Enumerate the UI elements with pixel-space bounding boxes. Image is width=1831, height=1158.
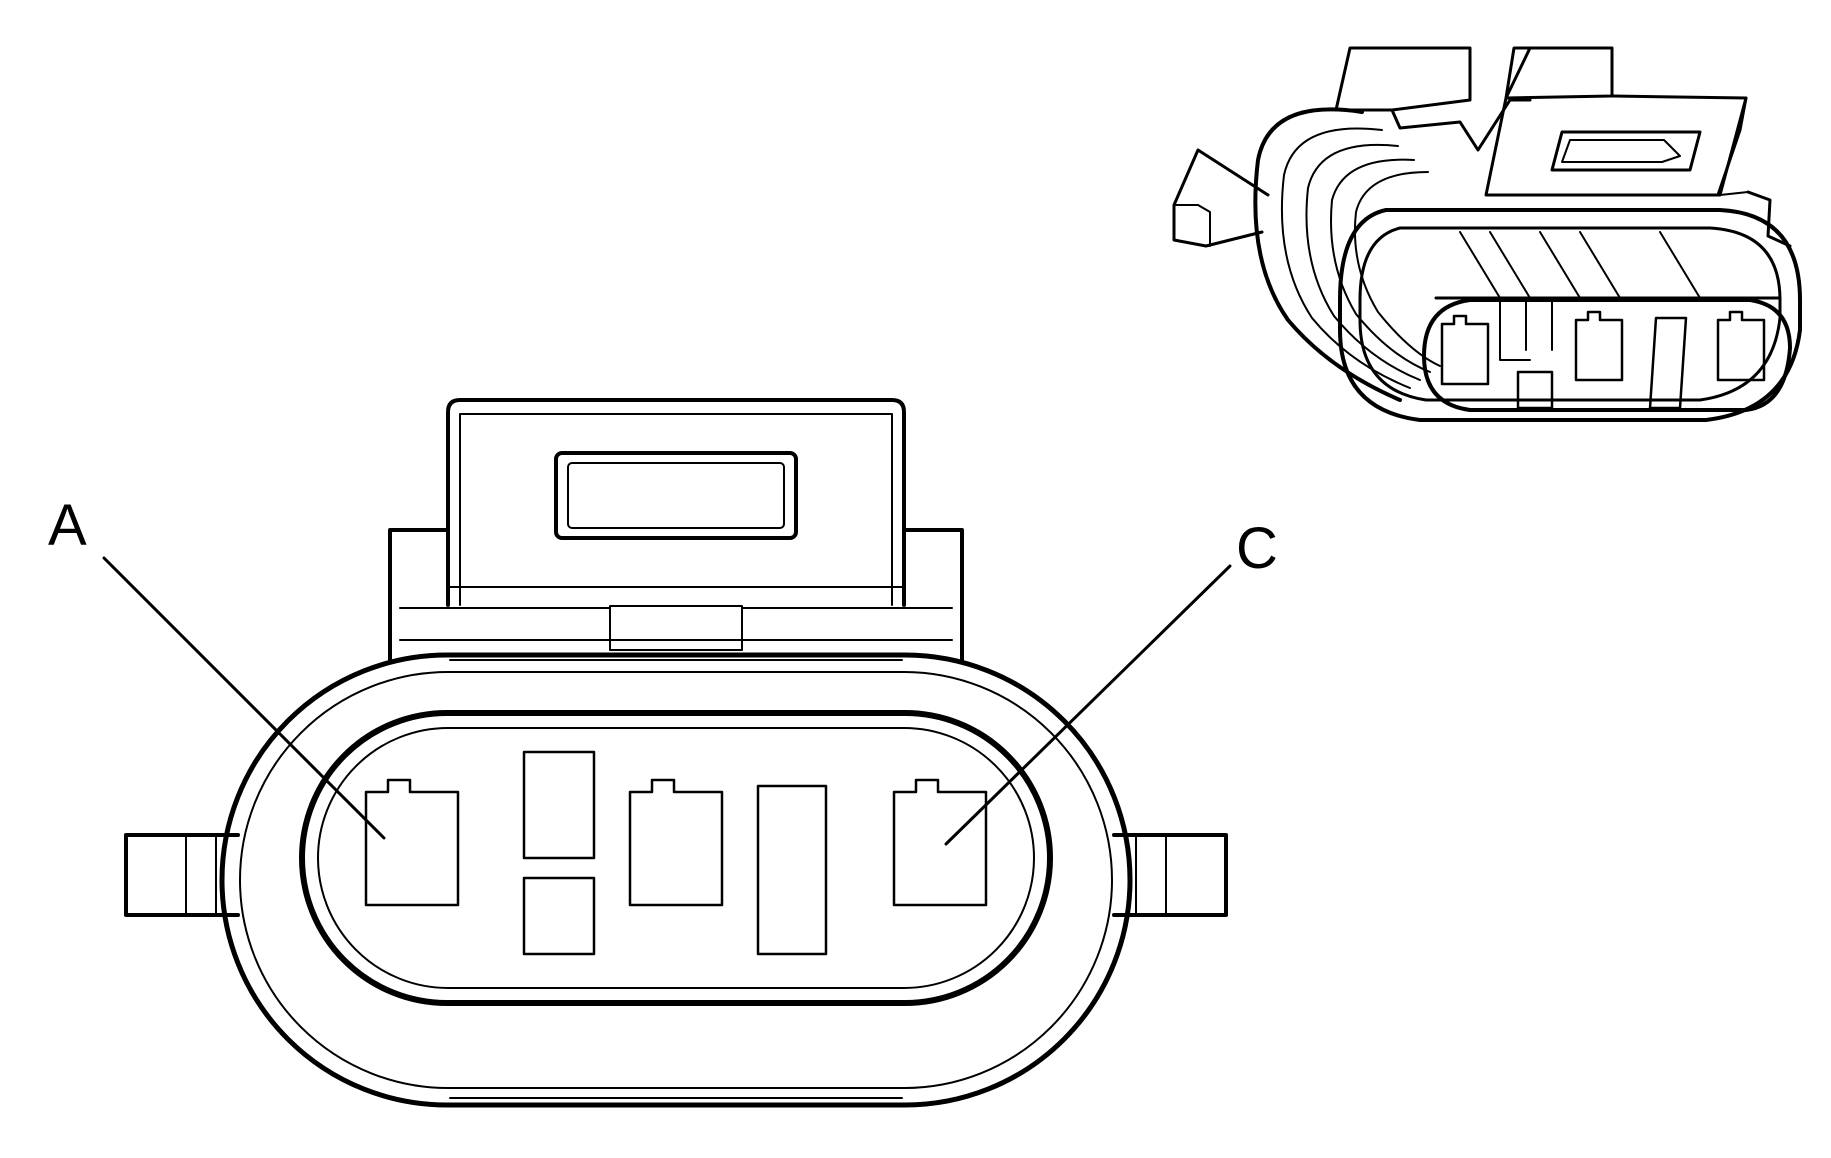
callout-a: A	[48, 493, 386, 840]
iso-cavity-b	[1574, 310, 1624, 382]
key-slot-upper	[522, 750, 596, 860]
tab-shoulders	[388, 528, 964, 662]
iso-right-ear	[1719, 190, 1792, 248]
iso-cavities	[1440, 310, 1766, 410]
iso-cavity-c	[1716, 310, 1766, 382]
key-slot-lower	[522, 876, 596, 956]
callout-c: C	[944, 516, 1278, 846]
cavity-b	[628, 778, 724, 907]
connector-isometric-view	[1172, 46, 1802, 422]
iso-body-rings	[1253, 107, 1441, 402]
iso-key-slot-tall	[1648, 316, 1688, 410]
iso-rear-ear	[1172, 148, 1270, 248]
iso-front-face	[1338, 208, 1802, 422]
side-ear-right	[1112, 833, 1228, 917]
terminal-cavities	[364, 750, 988, 956]
iso-cavity-a	[1440, 314, 1490, 386]
side-ear-left	[124, 833, 240, 917]
iso-key-slot-small	[1516, 370, 1554, 410]
connector-front-view: A C	[48, 398, 1278, 1108]
key-slot-tall	[756, 784, 828, 956]
cavity-a	[364, 778, 460, 907]
connector-body	[219, 652, 1133, 1108]
leader-line-c	[944, 564, 1232, 846]
cavity-c	[892, 778, 988, 907]
callout-label-a: A	[48, 493, 87, 558]
callout-label-c: C	[1236, 516, 1278, 581]
iso-latch	[1334, 46, 1748, 197]
lock-tab	[446, 398, 906, 607]
leader-line-a	[102, 556, 386, 840]
